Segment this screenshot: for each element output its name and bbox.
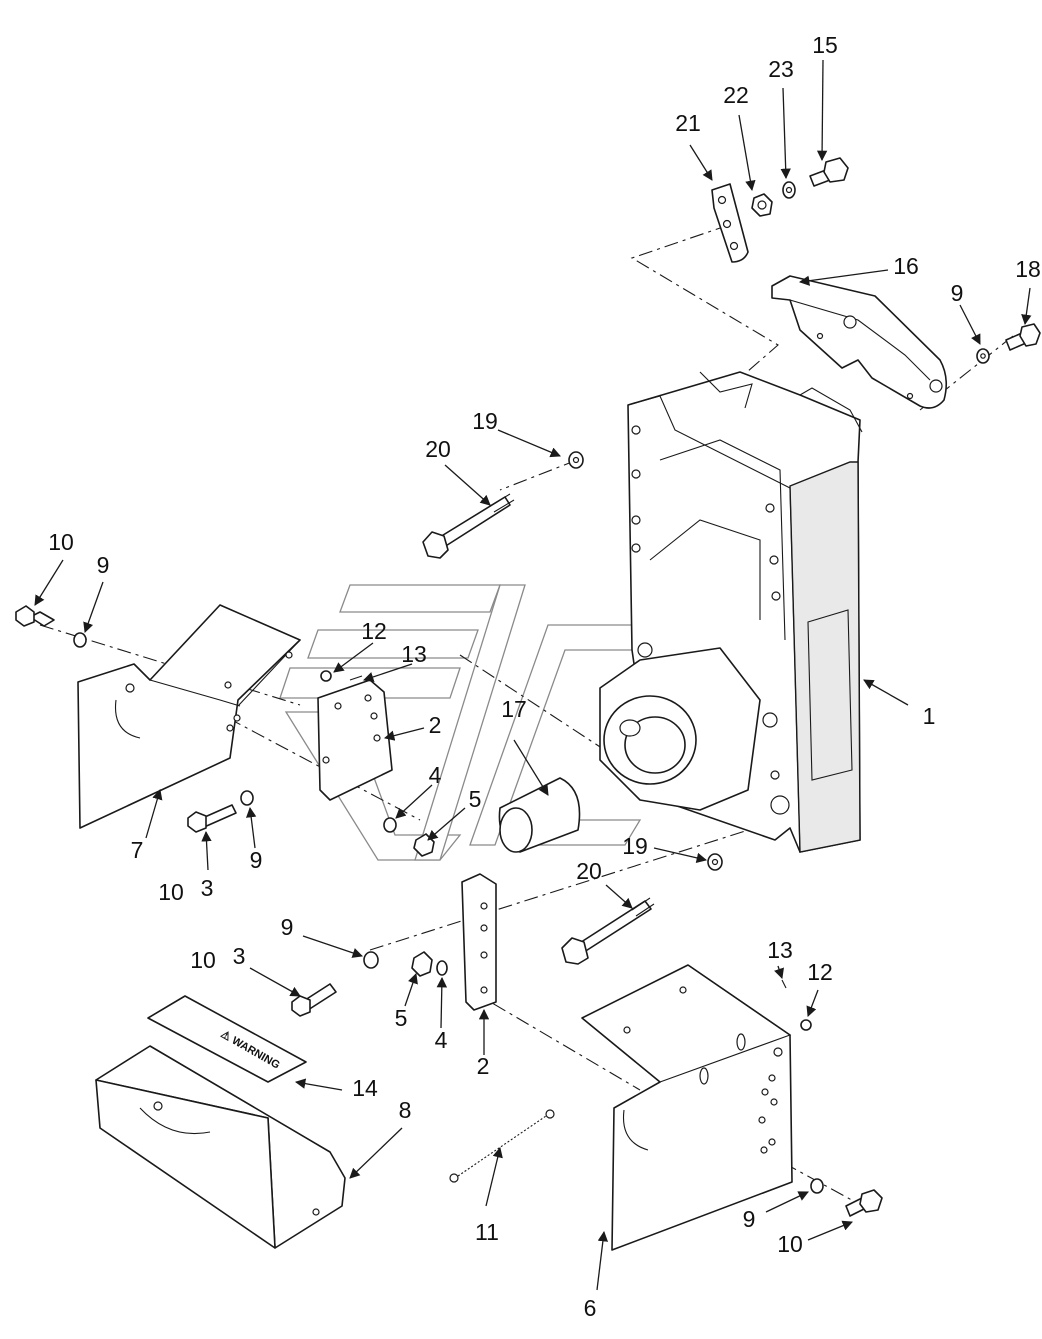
part-22-nut: [751, 193, 773, 217]
part-2-strap-upper: [317, 679, 393, 801]
callout-5-lower: 5: [395, 1005, 408, 1031]
part-9-washer-left-top: [73, 632, 87, 648]
callout-2-upper: 2: [429, 712, 442, 738]
part-18-bolt: [1005, 323, 1041, 351]
part-9-washer-lower-right: [810, 1178, 824, 1194]
callout-4-upper: 4: [429, 762, 442, 788]
callout-21: 21: [675, 110, 701, 136]
part-19-washer-upper: [568, 451, 584, 469]
callout-17: 17: [501, 696, 527, 722]
part-5-nut-lower: [411, 951, 433, 977]
callout-12-upper: 12: [361, 618, 387, 644]
part-20-long-bolt-lower: [561, 897, 655, 965]
part-2-strap-lower: [461, 873, 497, 1011]
part-3-bolt-left: [187, 804, 237, 833]
callout-18: 18: [1015, 256, 1041, 282]
part-17-gearbox: [498, 647, 761, 853]
leader-lines: [34, 59, 1032, 1291]
part-10-bolt-left-top: [15, 605, 55, 627]
callout-10-left-top: 10: [48, 529, 74, 555]
callout-4-lower: 4: [435, 1027, 448, 1053]
callout-20-upper: 20: [425, 436, 451, 462]
callout-16: 16: [893, 253, 919, 279]
callout-9-lower-right: 9: [743, 1206, 756, 1232]
part-21-link-plate: [711, 183, 749, 263]
part-11-spring: [449, 1109, 555, 1183]
part-20-long-bolt-upper: [422, 493, 515, 559]
callout-12-lower: 12: [807, 959, 833, 985]
callout-1: 1: [923, 703, 936, 729]
part-10-bolt-lower-right: [845, 1189, 883, 1217]
callout-10-lower-right: 10: [777, 1231, 803, 1257]
callout-20-lower: 20: [576, 858, 602, 884]
part-23-lock-washer: [782, 181, 796, 199]
callout-9-left-mid: 9: [250, 847, 263, 873]
part-6-right-shield: [581, 964, 793, 1251]
part-3-bolt-lower: [291, 983, 337, 1017]
callout-10-lower-left: 10: [190, 947, 216, 973]
callout-13-upper: 13: [401, 641, 427, 667]
callout-9-left-top: 9: [97, 552, 110, 578]
part-12-washer-upper: [320, 670, 332, 682]
callout-14: 14: [352, 1075, 378, 1101]
callout-8: 8: [399, 1097, 412, 1123]
callout-22: 22: [723, 82, 749, 108]
callout-5-upper: 5: [469, 786, 482, 812]
callout-13-lower: 13: [767, 937, 793, 963]
part-19-washer-lower: [707, 853, 723, 871]
part-13-pin-lower: [781, 979, 787, 989]
part-15-bolt: [809, 157, 849, 187]
callout-10-left-mid: 10: [158, 879, 184, 905]
callout-23: 23: [768, 56, 794, 82]
callout-15: 15: [812, 32, 838, 58]
callout-3-upper: 3: [201, 875, 214, 901]
part-4-washer-upper: [383, 817, 397, 833]
part-8-lower-cover: [95, 1045, 346, 1249]
part-4-washer-lower: [436, 960, 448, 976]
part-12-washer-lower: [800, 1019, 812, 1031]
callout-2-lower: 2: [477, 1053, 490, 1079]
part-7-left-shield: [77, 604, 301, 829]
callout-9-lower-left: 9: [281, 914, 294, 940]
callout-6: 6: [584, 1295, 597, 1321]
part-9-washer-lower-left: [363, 951, 379, 969]
callout-9-upper-right: 9: [951, 280, 964, 306]
callout-labels: 1 2 2 3 3 4 4 5 5 6 7 8 9 9 9 9 9 10 10 …: [48, 32, 1041, 1321]
part-9-washer-upper-right: [976, 348, 990, 364]
part-9-washer-left-mid: [240, 790, 254, 806]
part-13-pin-upper: [349, 675, 363, 681]
callout-3-lower: 3: [233, 943, 246, 969]
callout-19-lower: 19: [622, 833, 648, 859]
callout-19-upper: 19: [472, 408, 498, 434]
part-16-upper-bracket: [771, 275, 948, 409]
callout-11: 11: [475, 1219, 499, 1245]
callout-7: 7: [131, 837, 144, 863]
